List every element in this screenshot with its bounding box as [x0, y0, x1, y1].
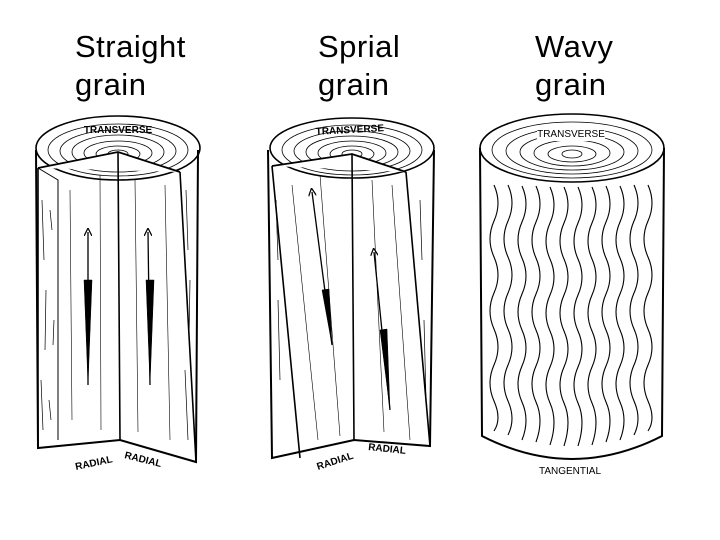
- straight-radial-left-label: RADIAL: [74, 454, 113, 473]
- straight-transverse-label: TRANSVERSE: [84, 125, 153, 136]
- wavy-grain-log: [479, 113, 665, 460]
- straight-grain-title: Straight grain: [75, 29, 186, 102]
- spiral-grain-log: [267, 117, 435, 460]
- straight-radial-right-label: RADIAL: [123, 450, 162, 470]
- spiral-radial-left-label: RADIAL: [316, 451, 355, 473]
- spiral-grain-title: Sprial grain: [318, 29, 401, 102]
- spiral-transverse-label: TRANSVERSE: [315, 123, 384, 138]
- straight-grain-log: [35, 115, 201, 464]
- wavy-grain-lines: [489, 184, 653, 447]
- spiral-radial-right-label: RADIAL: [368, 442, 407, 457]
- wavy-transverse-label: TRANSVERSE: [537, 129, 605, 140]
- wavy-grain-title: Wavy grain: [535, 29, 614, 102]
- wavy-tangential-label: TANGENTIAL: [539, 466, 601, 477]
- wavy-transverse-label-bg: [537, 126, 605, 141]
